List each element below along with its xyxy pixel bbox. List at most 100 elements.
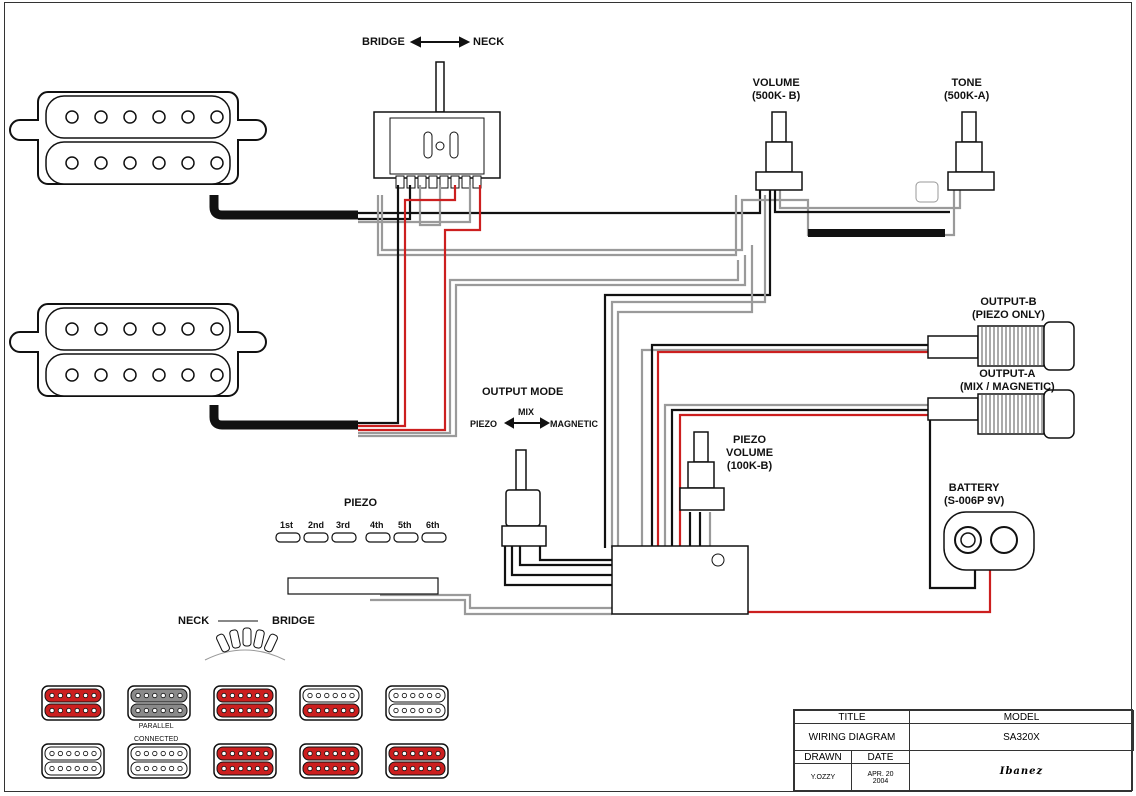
pickup-position-icon <box>385 743 449 779</box>
pole-piece <box>210 322 224 336</box>
pole-piece <box>181 110 195 124</box>
volume-pot <box>755 111 803 191</box>
switch-label-bridge: BRIDGE <box>362 36 405 48</box>
output-b-value: (PIEZO ONLY) <box>972 309 1045 321</box>
pickup-position-icon <box>299 685 363 721</box>
piezo-string-label: 3rd <box>336 520 351 530</box>
pole-piece <box>123 156 137 170</box>
piezo-string-label: 4th <box>370 520 384 530</box>
piezo-saddle <box>331 532 357 543</box>
battery-label: BATTERY (S-006P 9V) <box>944 482 1004 508</box>
tone-value: (500K-A) <box>944 90 990 102</box>
piezo-saddle <box>365 532 391 543</box>
piezo-volume-line2: VOLUME <box>726 447 774 459</box>
model-header: MODEL <box>909 710 1134 724</box>
pole-piece <box>152 110 166 124</box>
preamp-board <box>611 545 749 615</box>
pickup-position-icon <box>41 685 105 721</box>
piezo-volume-value: (100K-B) <box>726 460 773 472</box>
output-b-label: OUTPUT-B (PIEZO ONLY) <box>972 296 1045 322</box>
pole-piece <box>65 322 79 336</box>
battery-clip <box>943 511 1035 571</box>
output-b-jack <box>927 321 1075 371</box>
output-mode-piezo: PIEZO <box>470 419 498 429</box>
switch-lug <box>472 175 482 189</box>
pickup-position-icon <box>213 743 277 779</box>
trim-pot <box>711 553 725 567</box>
output-mode-title: OUTPUT MODE <box>482 386 564 398</box>
title-value: WIRING DIAGRAM <box>794 723 910 751</box>
mode-arrow <box>503 417 551 429</box>
ibanez-logo: Ibanez <box>999 765 1044 777</box>
output-mode-toggle <box>501 449 547 547</box>
pickup-position-icon <box>213 685 277 721</box>
bridge-pickup <box>9 303 267 397</box>
piezo-volume-pot <box>679 431 725 511</box>
switch-arrow <box>409 36 471 48</box>
piezo-saddle <box>303 532 329 543</box>
switch-label-neck: NECK <box>473 36 505 48</box>
piezo-string-label: 2nd <box>308 520 325 530</box>
piezo-string-label: 1st <box>280 520 294 530</box>
date-header: DATE <box>851 750 910 764</box>
switch-lug <box>428 175 438 189</box>
volume-label: VOLUME (500K- B) <box>752 77 800 103</box>
output-a-jack <box>927 389 1075 439</box>
parallel-note-line1: PARALLEL <box>138 723 174 730</box>
pole-piece <box>152 368 166 382</box>
piezo-title: PIEZO <box>344 497 378 509</box>
pickup-position-icon <box>127 685 191 721</box>
switch-lug <box>395 175 405 189</box>
battery-title: BATTERY <box>948 482 1000 494</box>
pole-piece <box>181 368 195 382</box>
pickup-position-icon <box>127 743 191 779</box>
piezo-string-label: 5th <box>398 520 412 530</box>
switch-lug <box>417 175 427 189</box>
date-value-line1: APR. 20 <box>867 770 894 778</box>
output-a-title: OUTPUT-A <box>979 368 1036 380</box>
piezo-junction <box>287 577 439 595</box>
tone-title: TONE <box>951 77 982 89</box>
date-value-line2: 2004 <box>872 777 889 785</box>
neck-bridge-indicator <box>204 627 286 661</box>
title-block: TITLE MODEL WIRING DIAGRAM SA320X DRAWN … <box>793 709 1134 792</box>
neck-pickup <box>9 91 267 185</box>
pole-piece <box>210 368 224 382</box>
pole-piece <box>65 156 79 170</box>
switch-lug <box>461 175 471 189</box>
parallel-note: PARALLEL CONNECTED <box>134 720 178 746</box>
pole-piece <box>94 156 108 170</box>
parallel-note-line2: CONNECTED <box>134 736 179 743</box>
neck-label: NECK <box>178 615 210 627</box>
battery-value: (S-006P 9V) <box>944 495 1005 507</box>
tone-label: TONE (500K-A) <box>944 77 989 103</box>
piezo-saddle <box>275 532 301 543</box>
piezo-volume-label: PIEZO VOLUME (100K-B) <box>726 434 773 473</box>
pole-piece <box>123 322 137 336</box>
pole-piece <box>94 110 108 124</box>
pole-piece <box>210 156 224 170</box>
pole-piece <box>152 322 166 336</box>
title-header: TITLE <box>794 710 910 724</box>
pole-piece <box>181 322 195 336</box>
pole-piece <box>152 156 166 170</box>
pole-piece <box>123 110 137 124</box>
diagram-frame <box>4 2 1132 792</box>
output-a-value: (MIX / MAGNETIC) <box>960 381 1055 393</box>
tone-pot <box>915 111 995 203</box>
pole-piece <box>65 368 79 382</box>
pole-piece <box>123 368 137 382</box>
volume-value: (500K- B) <box>752 90 801 102</box>
model-value: SA320X <box>909 723 1134 751</box>
pole-piece <box>94 322 108 336</box>
pickup-position-icon <box>385 685 449 721</box>
piezo-volume-title: PIEZO <box>733 434 767 446</box>
date-value: APR. 20 2004 <box>851 763 910 792</box>
pickup-position-icon <box>299 743 363 779</box>
output-mode-magnetic: MAGNETIC <box>550 419 598 429</box>
drawn-value: Y.OZZY <box>794 763 852 792</box>
output-a-label: OUTPUT-A (MIX / MAGNETIC) <box>960 368 1055 394</box>
pole-piece <box>94 368 108 382</box>
output-mode-mix: MIX <box>518 407 535 417</box>
